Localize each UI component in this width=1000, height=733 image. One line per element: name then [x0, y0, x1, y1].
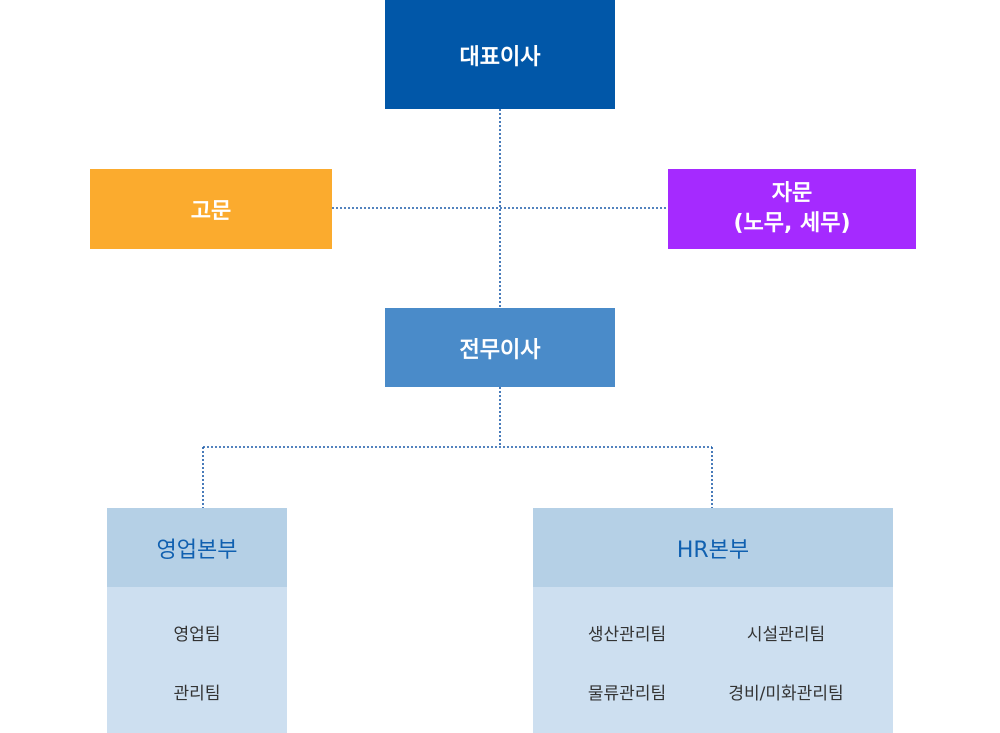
- hr-division-teams: 생산관리팀 시설관리팀 물류관리팀 경비/미화관리팀: [533, 587, 893, 733]
- consulting-label-line1: 자문: [771, 181, 813, 206]
- team-facility-management: 시설관리팀: [746, 625, 826, 645]
- sales-division-teams: 영업팀 관리팀: [107, 587, 287, 733]
- team-sales: 영업팀: [173, 625, 221, 645]
- sales-division-title: 영업본부: [156, 537, 238, 563]
- consulting-box: 자문 (노무, 세무): [668, 169, 916, 249]
- advisor-box: 고문: [90, 169, 332, 249]
- sales-division-header: 영업본부: [107, 508, 287, 587]
- managing-director-label: 전무이사: [459, 337, 541, 363]
- ceo-label: 대표이사: [459, 44, 541, 70]
- team-management: 관리팀: [173, 684, 221, 704]
- hr-division-header: HR본부: [533, 508, 893, 587]
- connector-managing-to-divisions: [202, 387, 713, 508]
- team-logistics-management: 물류관리팀: [587, 684, 667, 704]
- team-production-management: 생산관리팀: [587, 625, 667, 645]
- team-security-cleaning-management: 경비/미화관리팀: [728, 684, 844, 704]
- advisor-label: 고문: [190, 199, 232, 224]
- managing-director-box: 전무이사: [385, 308, 615, 387]
- consulting-label-line2: (노무, 세무): [733, 211, 851, 236]
- hr-division-title: HR본부: [676, 537, 750, 563]
- ceo-box: 대표이사: [385, 0, 615, 109]
